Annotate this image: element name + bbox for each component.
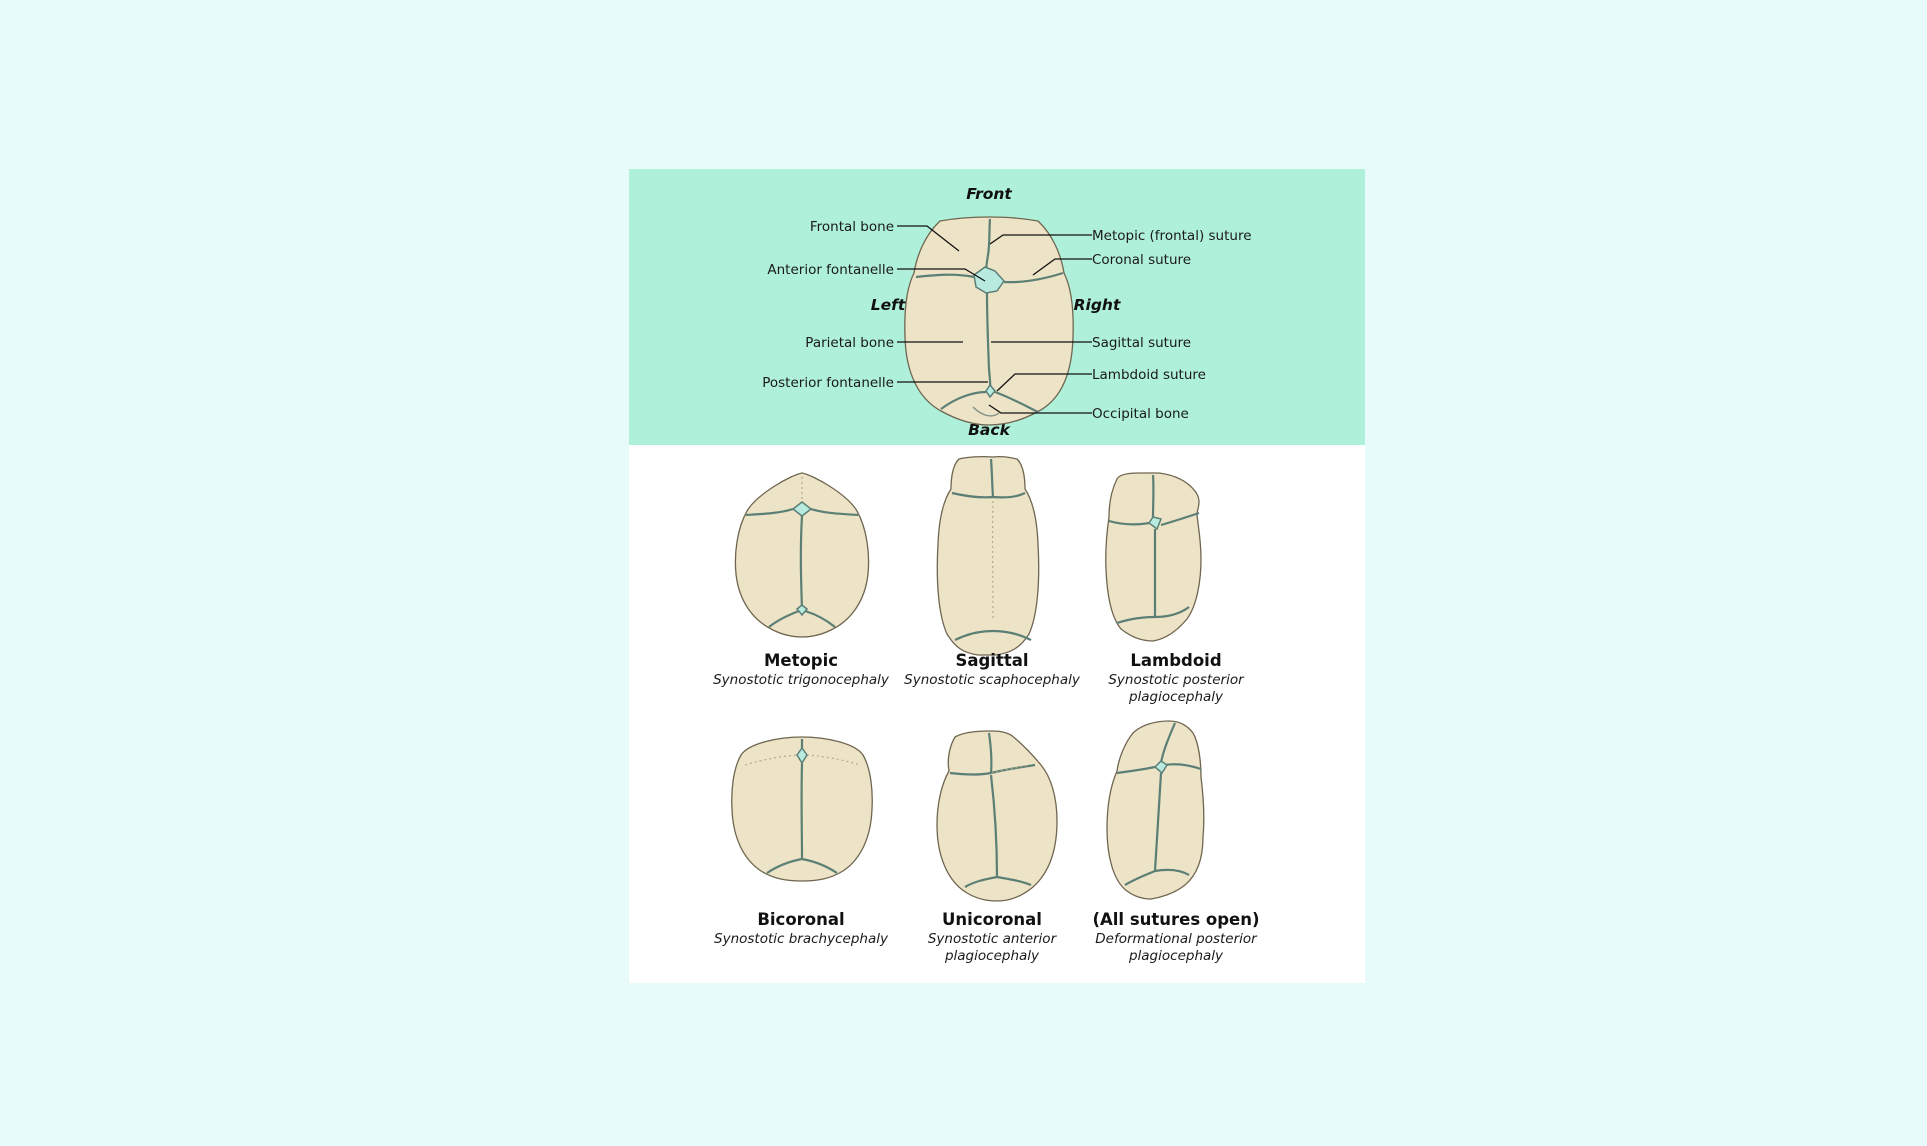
direction-back: Back [968, 421, 1011, 439]
label-frontal-bone: Frontal bone [810, 219, 894, 235]
label-sagittal-suture: Sagittal suture [1092, 335, 1191, 351]
label-metopic-suture: Metopic (frontal) suture [1092, 228, 1252, 244]
caption-subtitle-unicoronal-1: Synostotic anterior [928, 931, 1058, 947]
open-coronal-suture [1116, 763, 1202, 775]
lambdoid-suture-left [940, 390, 987, 410]
leader-coronal-suture [1032, 258, 1092, 276]
bicoronal-lambdoid-suture [766, 857, 838, 874]
caption-title-unicoronal: Unicoronal [942, 910, 1042, 929]
unicoronal-fused-suture [990, 764, 1030, 774]
caption-subtitle-all-sutures-open-2: plagiocephaly [1128, 948, 1224, 964]
metopic-lambdoid-suture [768, 609, 836, 628]
posterior-fontanelle-shape [985, 383, 996, 399]
caption-title-sagittal: Sagittal [955, 651, 1028, 670]
leader-anterior-fontanelle [897, 268, 986, 282]
metopic-posterior-fontanelle [795, 604, 809, 617]
label-posterior-fontanelle: Posterior fontanelle [762, 375, 894, 391]
metopic-coronal-suture [745, 507, 859, 517]
leader-lambdoid-suture [996, 373, 1092, 392]
label-anterior-fontanelle: Anterior fontanelle [767, 262, 894, 278]
skull-sagittal [936, 455, 1040, 656]
metopic-anterior-fontanelle [791, 501, 813, 517]
caption-subtitle-metopic: Synostotic trigonocephaly [713, 672, 890, 688]
skull-metopic [734, 472, 870, 638]
caption-subtitle-unicoronal-2: plagiocephaly [944, 948, 1040, 964]
caption-title-lambdoid: Lambdoid [1130, 651, 1221, 670]
craniosynostosis-figure: Front Back Left Right Fronta [629, 169, 1365, 983]
direction-left: Left [871, 296, 906, 314]
skull-unicoronal [936, 730, 1058, 902]
coronal-suture-right [1003, 271, 1064, 284]
label-occipital-bone: Occipital bone [1092, 406, 1189, 422]
caption-subtitle-sagittal: Synostotic scaphocephaly [904, 672, 1081, 688]
lambdoid-anterior-fontanelle [1147, 516, 1163, 531]
label-coronal-suture: Coronal suture [1092, 252, 1191, 268]
unicoronal-lambdoid-suture [964, 875, 1032, 888]
open-metopic-suture [1159, 722, 1177, 764]
lambdoid-suture-right [994, 390, 1039, 413]
normal-skull-illustration [904, 216, 1074, 426]
lambdoid-lambdoid-suture [1116, 606, 1190, 625]
sagittal-metopic-suture [989, 458, 995, 498]
caption-title-metopic: Metopic [764, 651, 838, 670]
caption-subtitle-lambdoid-1: Synostotic posterior [1108, 672, 1245, 688]
left-leader-lines [897, 225, 988, 383]
skull-captions: Metopic Synostotic trigonocephaly Sagitt… [713, 651, 1259, 964]
open-sagittal-suture [1153, 772, 1163, 872]
bicoronal-anterior-fontanelle [796, 746, 808, 765]
caption-title-bicoronal: Bicoronal [757, 910, 844, 929]
open-lambdoid-suture [1124, 868, 1190, 886]
caption-subtitle-all-sutures-open-1: Deformational posterior [1095, 931, 1258, 947]
open-anterior-fontanelle [1153, 760, 1169, 775]
lambdoid-coronal-suture [1108, 511, 1200, 527]
unicoronal-metopic-suture [987, 732, 993, 774]
sagittal-lambdoid-suture [954, 629, 1032, 641]
caption-title-all-sutures-open: (All sutures open) [1092, 910, 1259, 929]
metopic-sagittal-suture [799, 515, 804, 610]
label-lambdoid-suture: Lambdoid suture [1092, 367, 1206, 383]
caption-subtitle-bicoronal: Synostotic brachycephaly [714, 931, 889, 947]
right-leader-lines [988, 234, 1092, 414]
direction-front: Front [966, 185, 1012, 203]
anterior-fontanelle-shape [973, 266, 1005, 294]
leader-metopic-suture [989, 234, 1092, 245]
label-parietal-bone: Parietal bone [805, 335, 894, 351]
direction-right: Right [1074, 296, 1121, 314]
skull-lambdoid [1105, 472, 1202, 642]
occipital-notch [972, 406, 1000, 417]
figure-svg: Front Back Left Right Fronta [629, 169, 1365, 964]
leader-occipital-bone [988, 404, 1092, 414]
sagittal-coronal-suture [951, 491, 1026, 499]
caption-subtitle-lambdoid-2: plagiocephaly [1128, 689, 1224, 705]
coronal-suture-left [915, 273, 975, 279]
skull-bicoronal [731, 736, 873, 882]
leader-frontal-bone [897, 225, 960, 252]
unicoronal-sagittal-suture [989, 774, 999, 878]
skull-all-sutures-open [1106, 720, 1205, 900]
